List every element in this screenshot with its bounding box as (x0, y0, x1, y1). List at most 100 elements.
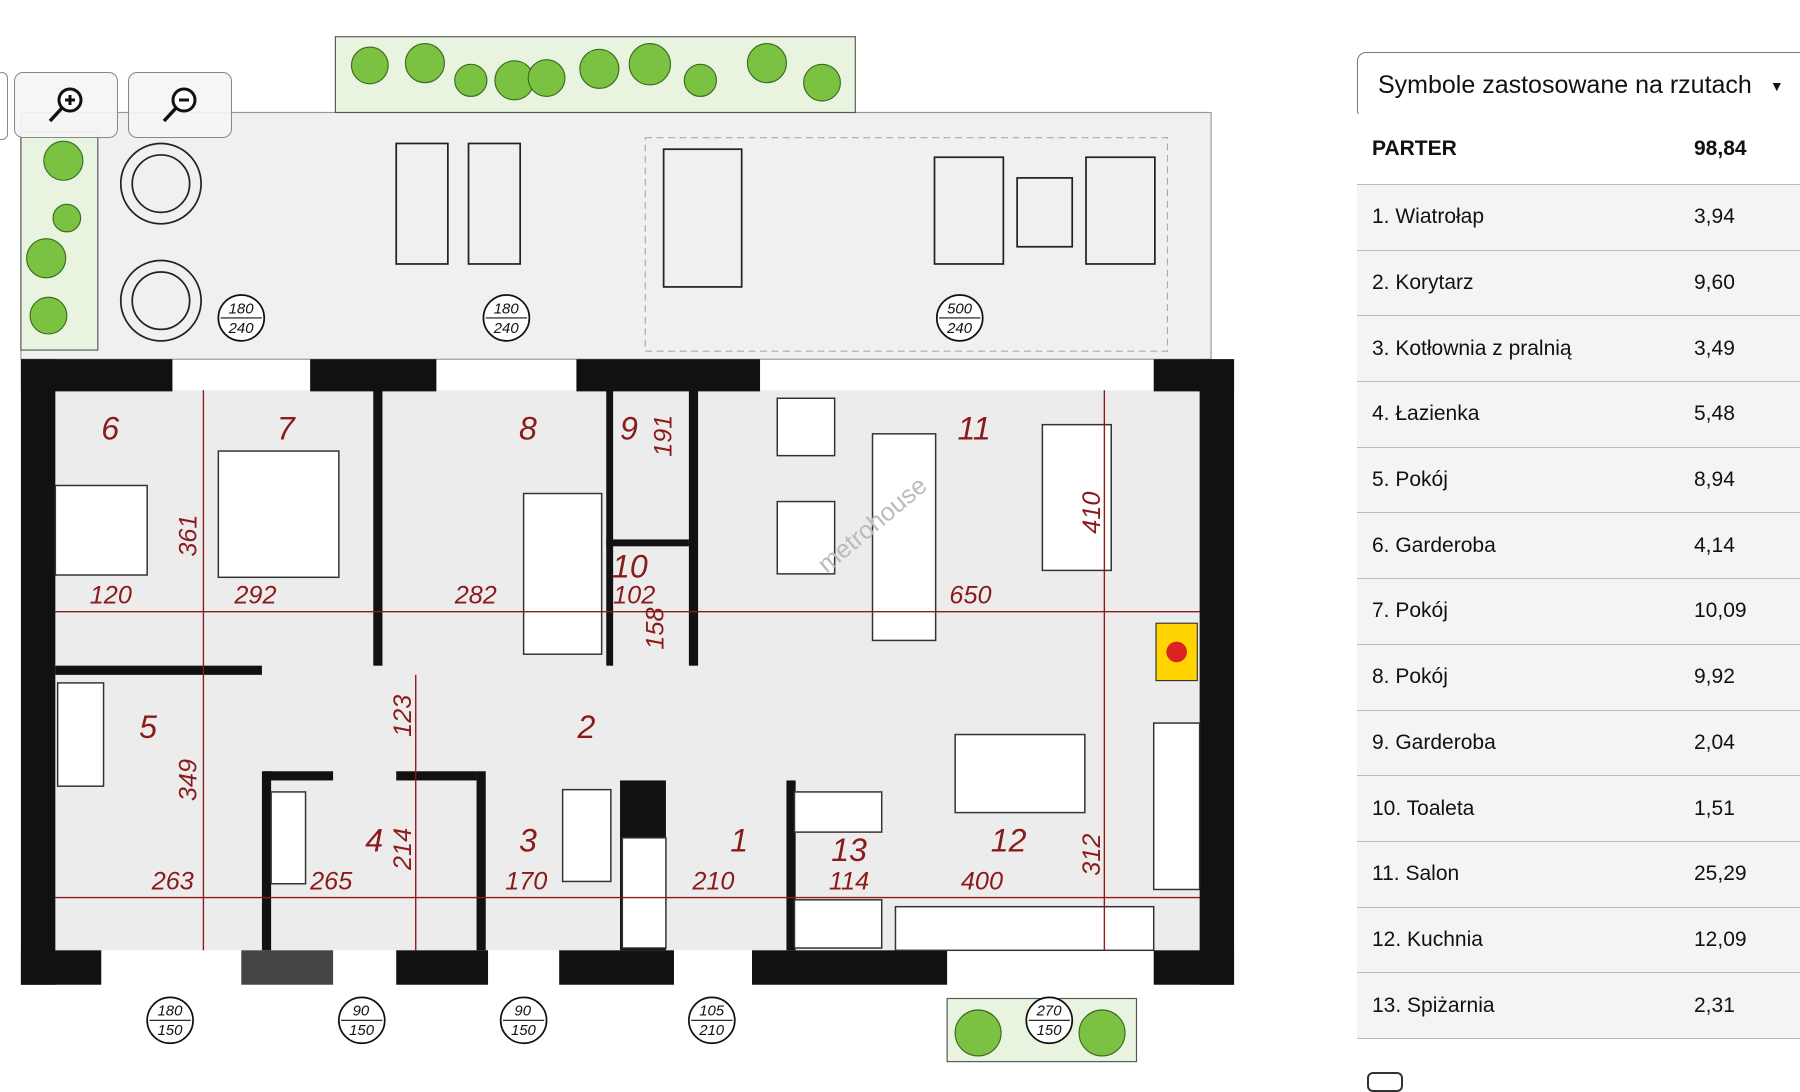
plants-top (350, 43, 841, 102)
room-name: 9. Garderoba (1372, 730, 1496, 754)
walls (20, 359, 1235, 985)
flame-icon (1166, 641, 1187, 663)
dimension: 170 (505, 867, 547, 895)
svg-text:90: 90 (353, 1003, 370, 1020)
room-area: 5,48 (1694, 402, 1735, 426)
dimension: 214 (389, 828, 417, 871)
room-number: 4 (365, 823, 383, 859)
room-list-panel: Symbole zastosowane na rzutach ▼ PARTER … (1357, 0, 1800, 1092)
dimension: 265 (309, 867, 353, 895)
svg-text:240: 240 (946, 320, 973, 337)
room-area: 8,94 (1694, 468, 1735, 492)
room-name: 5. Pokój (1372, 468, 1448, 492)
magnifier-plus-icon (48, 87, 83, 123)
room-number: 9 (620, 411, 638, 447)
table-row: 5. Pokój 8,94 (1357, 447, 1800, 514)
table-header-row: PARTER 98,84 (1357, 114, 1800, 185)
room-name: 11. Salon (1372, 862, 1460, 886)
room-number: 12 (991, 823, 1027, 859)
dropdown-label: Symbole zastosowane na rzutach (1378, 71, 1752, 99)
dimension: 410 (1078, 492, 1106, 534)
room-number: 10 (612, 548, 648, 584)
dimension: 292 (233, 582, 276, 610)
dimension: 120 (90, 582, 132, 610)
room-name: 12. Kuchnia (1372, 927, 1483, 951)
room-name: 7. Pokój (1372, 599, 1448, 623)
table-row: 10. Toaleta 1,51 (1357, 776, 1800, 842)
dimension: 282 (454, 582, 497, 610)
dimension: 158 (642, 607, 670, 649)
room-number: 6 (101, 411, 119, 447)
room-number: 8 (519, 411, 537, 447)
dimension: 123 (389, 695, 417, 737)
symbols-dropdown[interactable]: Symbole zastosowane na rzutach ▼ (1357, 52, 1800, 119)
dimension: 102 (613, 582, 655, 610)
room-name: 3. Kotłownia z pralnią (1372, 336, 1572, 360)
room-area: 12,09 (1694, 927, 1747, 951)
room-area: 9,60 (1694, 271, 1735, 295)
room-number: 7 (277, 411, 296, 447)
room-name: 10. Toaleta (1372, 796, 1475, 820)
svg-text:500: 500 (947, 300, 973, 317)
svg-text:90: 90 (514, 1003, 531, 1020)
room-area: 9,92 (1694, 665, 1735, 689)
table-row: 8. Pokój 9,92 (1357, 644, 1800, 711)
room-name: 13. Spiżarnia (1372, 993, 1495, 1017)
furniture (54, 397, 1201, 952)
svg-text:150: 150 (349, 1022, 375, 1039)
table-row: 4. Łazienka 5,48 (1357, 382, 1800, 448)
room-area: 3,49 (1694, 336, 1735, 360)
dimension: 349 (175, 759, 203, 801)
room-number: 13 (831, 832, 867, 868)
room-number: 5 (139, 709, 157, 745)
terrace (20, 111, 1212, 360)
room-area: 3,94 (1694, 205, 1735, 229)
pan-button[interactable] (0, 72, 8, 140)
dimension: 210 (691, 867, 734, 895)
dimension: 361 (175, 515, 203, 557)
room-name: 4. Łazienka (1372, 402, 1480, 426)
chevron-down-icon: ▼ (1769, 77, 1784, 94)
plants-left (26, 140, 84, 335)
checkbox[interactable] (1367, 1072, 1403, 1092)
dimension: 191 (650, 415, 678, 457)
room-area: 25,29 (1694, 862, 1747, 886)
room-number: 1 (730, 823, 748, 859)
floor-name: PARTER (1372, 137, 1457, 160)
svg-text:240: 240 (493, 320, 520, 337)
zoom-out-button[interactable] (128, 72, 232, 138)
room-name: 8. Pokój (1372, 665, 1448, 689)
svg-text:105: 105 (699, 1003, 725, 1020)
svg-text:180: 180 (229, 300, 255, 317)
room-area: 4,14 (1694, 533, 1735, 557)
svg-text:180: 180 (157, 1003, 183, 1020)
plants-bottom (954, 1009, 1126, 1057)
room-area: 1,51 (1694, 796, 1735, 820)
dimension: 650 (949, 582, 991, 610)
svg-text:210: 210 (698, 1022, 725, 1039)
table-row: 11. Salon 25,29 (1357, 841, 1800, 908)
magnifier-minus-icon (162, 87, 197, 123)
garden-chairs (119, 142, 1156, 342)
dimension: 400 (961, 867, 1003, 895)
floor-plan[interactable]: metrohouse 1 2 3 4 5 6 7 8 9 10 11 12 13… (0, 0, 1263, 1080)
room-number: 2 (577, 709, 596, 745)
dimension: 114 (829, 867, 869, 895)
zoom-in-button[interactable] (14, 72, 118, 138)
svg-text:150: 150 (157, 1022, 183, 1039)
